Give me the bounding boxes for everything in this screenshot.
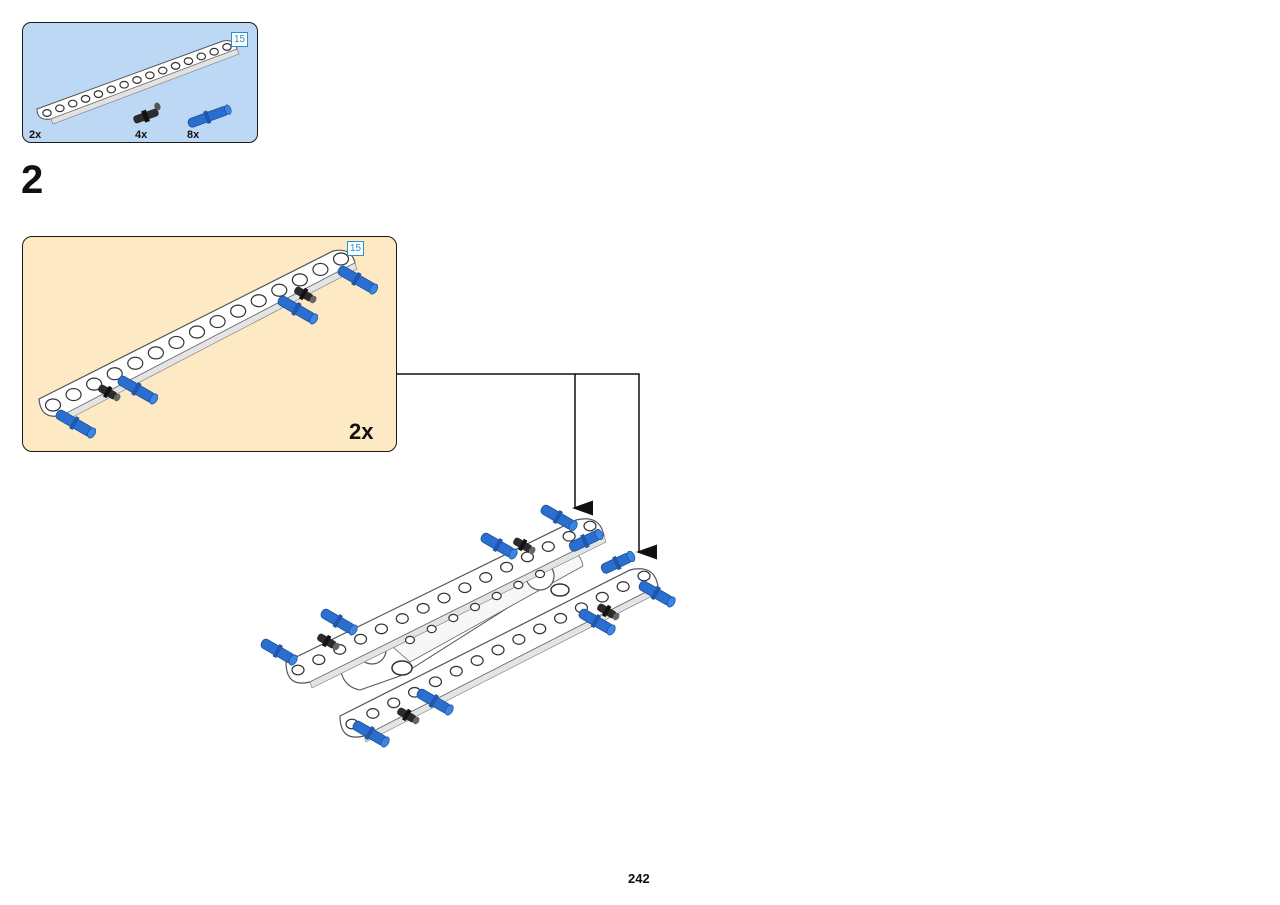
beam-hole [127, 356, 144, 370]
beam-hole [44, 398, 62, 412]
beam-hole [42, 109, 52, 117]
beam-hole [491, 591, 502, 601]
beam-hole [553, 612, 568, 624]
subassembly-callout: 15 2x [22, 236, 397, 452]
beam-hole [595, 591, 609, 603]
beam-hole [416, 602, 430, 614]
black-pin [98, 384, 121, 402]
beam-hole [291, 273, 308, 287]
blue-pin [320, 608, 358, 636]
part-qty-friction-pin: 4x [135, 129, 148, 141]
beam-hole [426, 624, 437, 634]
beam-hole [80, 94, 91, 103]
beam-hole [428, 676, 443, 688]
parts-list-callout: 15 2x 4x 8x [22, 22, 258, 143]
beam-hole [449, 665, 463, 677]
blue-pin [260, 638, 298, 666]
beam-hole [458, 582, 472, 594]
beam-hole [147, 346, 164, 360]
beam-hole [106, 367, 123, 381]
beam-hole [67, 99, 78, 108]
beam-hole [637, 570, 651, 582]
beam-hole [448, 613, 459, 623]
blue-pin [277, 295, 319, 325]
beam-hole [93, 90, 104, 99]
beam-hole [271, 283, 288, 297]
beam-hole [312, 654, 326, 666]
black-friction-pin-icon [133, 102, 161, 124]
blue-pin [578, 608, 616, 636]
blue-pin [352, 720, 390, 748]
beam-hole [168, 335, 185, 350]
beam-hole [312, 262, 329, 277]
beam-hole [534, 569, 546, 579]
beam-hole [291, 664, 305, 676]
beam-hole [209, 47, 219, 56]
beam-hole [132, 76, 142, 84]
beam-hole [332, 252, 350, 266]
beam-hole [250, 294, 267, 308]
step-number: 2 [21, 158, 44, 202]
beam-hole [230, 304, 247, 318]
white-15-beam-icon [36, 40, 240, 125]
beam-hole [209, 314, 226, 329]
subassembly-beam-icon [38, 249, 379, 439]
beam-length-tag: 15 [231, 32, 249, 47]
beam-hole [222, 43, 232, 51]
beam-hole [404, 635, 416, 645]
subassembly-beam-length-tag: 15 [347, 241, 365, 256]
blue-pin [337, 265, 379, 295]
blue-pin [55, 409, 97, 439]
beam-hole [106, 85, 117, 94]
blue-pin [600, 550, 636, 574]
beam-hole [188, 325, 206, 339]
beam-hole [513, 580, 524, 590]
beam-hole [470, 655, 484, 666]
beam-hole [86, 377, 103, 391]
beam-hole [583, 520, 597, 532]
beam-hole [499, 561, 514, 573]
beam-hole [65, 387, 82, 402]
part-qty-beam: 2x [29, 129, 42, 141]
blue-pin [568, 528, 604, 552]
beam-hole [437, 592, 451, 604]
beam-hole [491, 644, 505, 656]
blue-pin [416, 688, 454, 716]
beam-hole [55, 104, 65, 113]
black-pin [317, 633, 340, 651]
blue-pin [540, 504, 578, 532]
part-qty-axle-pin: 8x [187, 129, 200, 141]
page-number: 242 [628, 871, 650, 886]
beam-hole [533, 623, 547, 635]
black-pin [597, 603, 620, 621]
beam-hole [366, 708, 380, 719]
beam-hole [562, 530, 576, 542]
beam-hole [119, 80, 129, 89]
beam-hole [469, 602, 481, 612]
subassembly-multiplier: 2x [349, 419, 374, 444]
beam-hole [616, 581, 630, 592]
beam-hole [183, 57, 194, 66]
blue-pin [117, 375, 159, 405]
black-pin [397, 707, 420, 725]
black-pin [513, 537, 536, 555]
beam-hole [196, 52, 207, 61]
beam-hole [541, 541, 555, 552]
blue-axle-pin-icon [187, 104, 232, 128]
black-pin [294, 286, 317, 304]
beam-hole [512, 634, 526, 645]
beam-hole [170, 61, 181, 70]
blue-pin [480, 532, 518, 560]
beam-hole [353, 633, 368, 645]
beam-hole [479, 572, 493, 583]
beam-hole [387, 697, 401, 709]
blue-pin [638, 580, 676, 608]
beam-hole [395, 613, 409, 624]
beam-hole [157, 66, 168, 75]
beam-hole [145, 71, 155, 80]
beam-hole [374, 623, 389, 635]
